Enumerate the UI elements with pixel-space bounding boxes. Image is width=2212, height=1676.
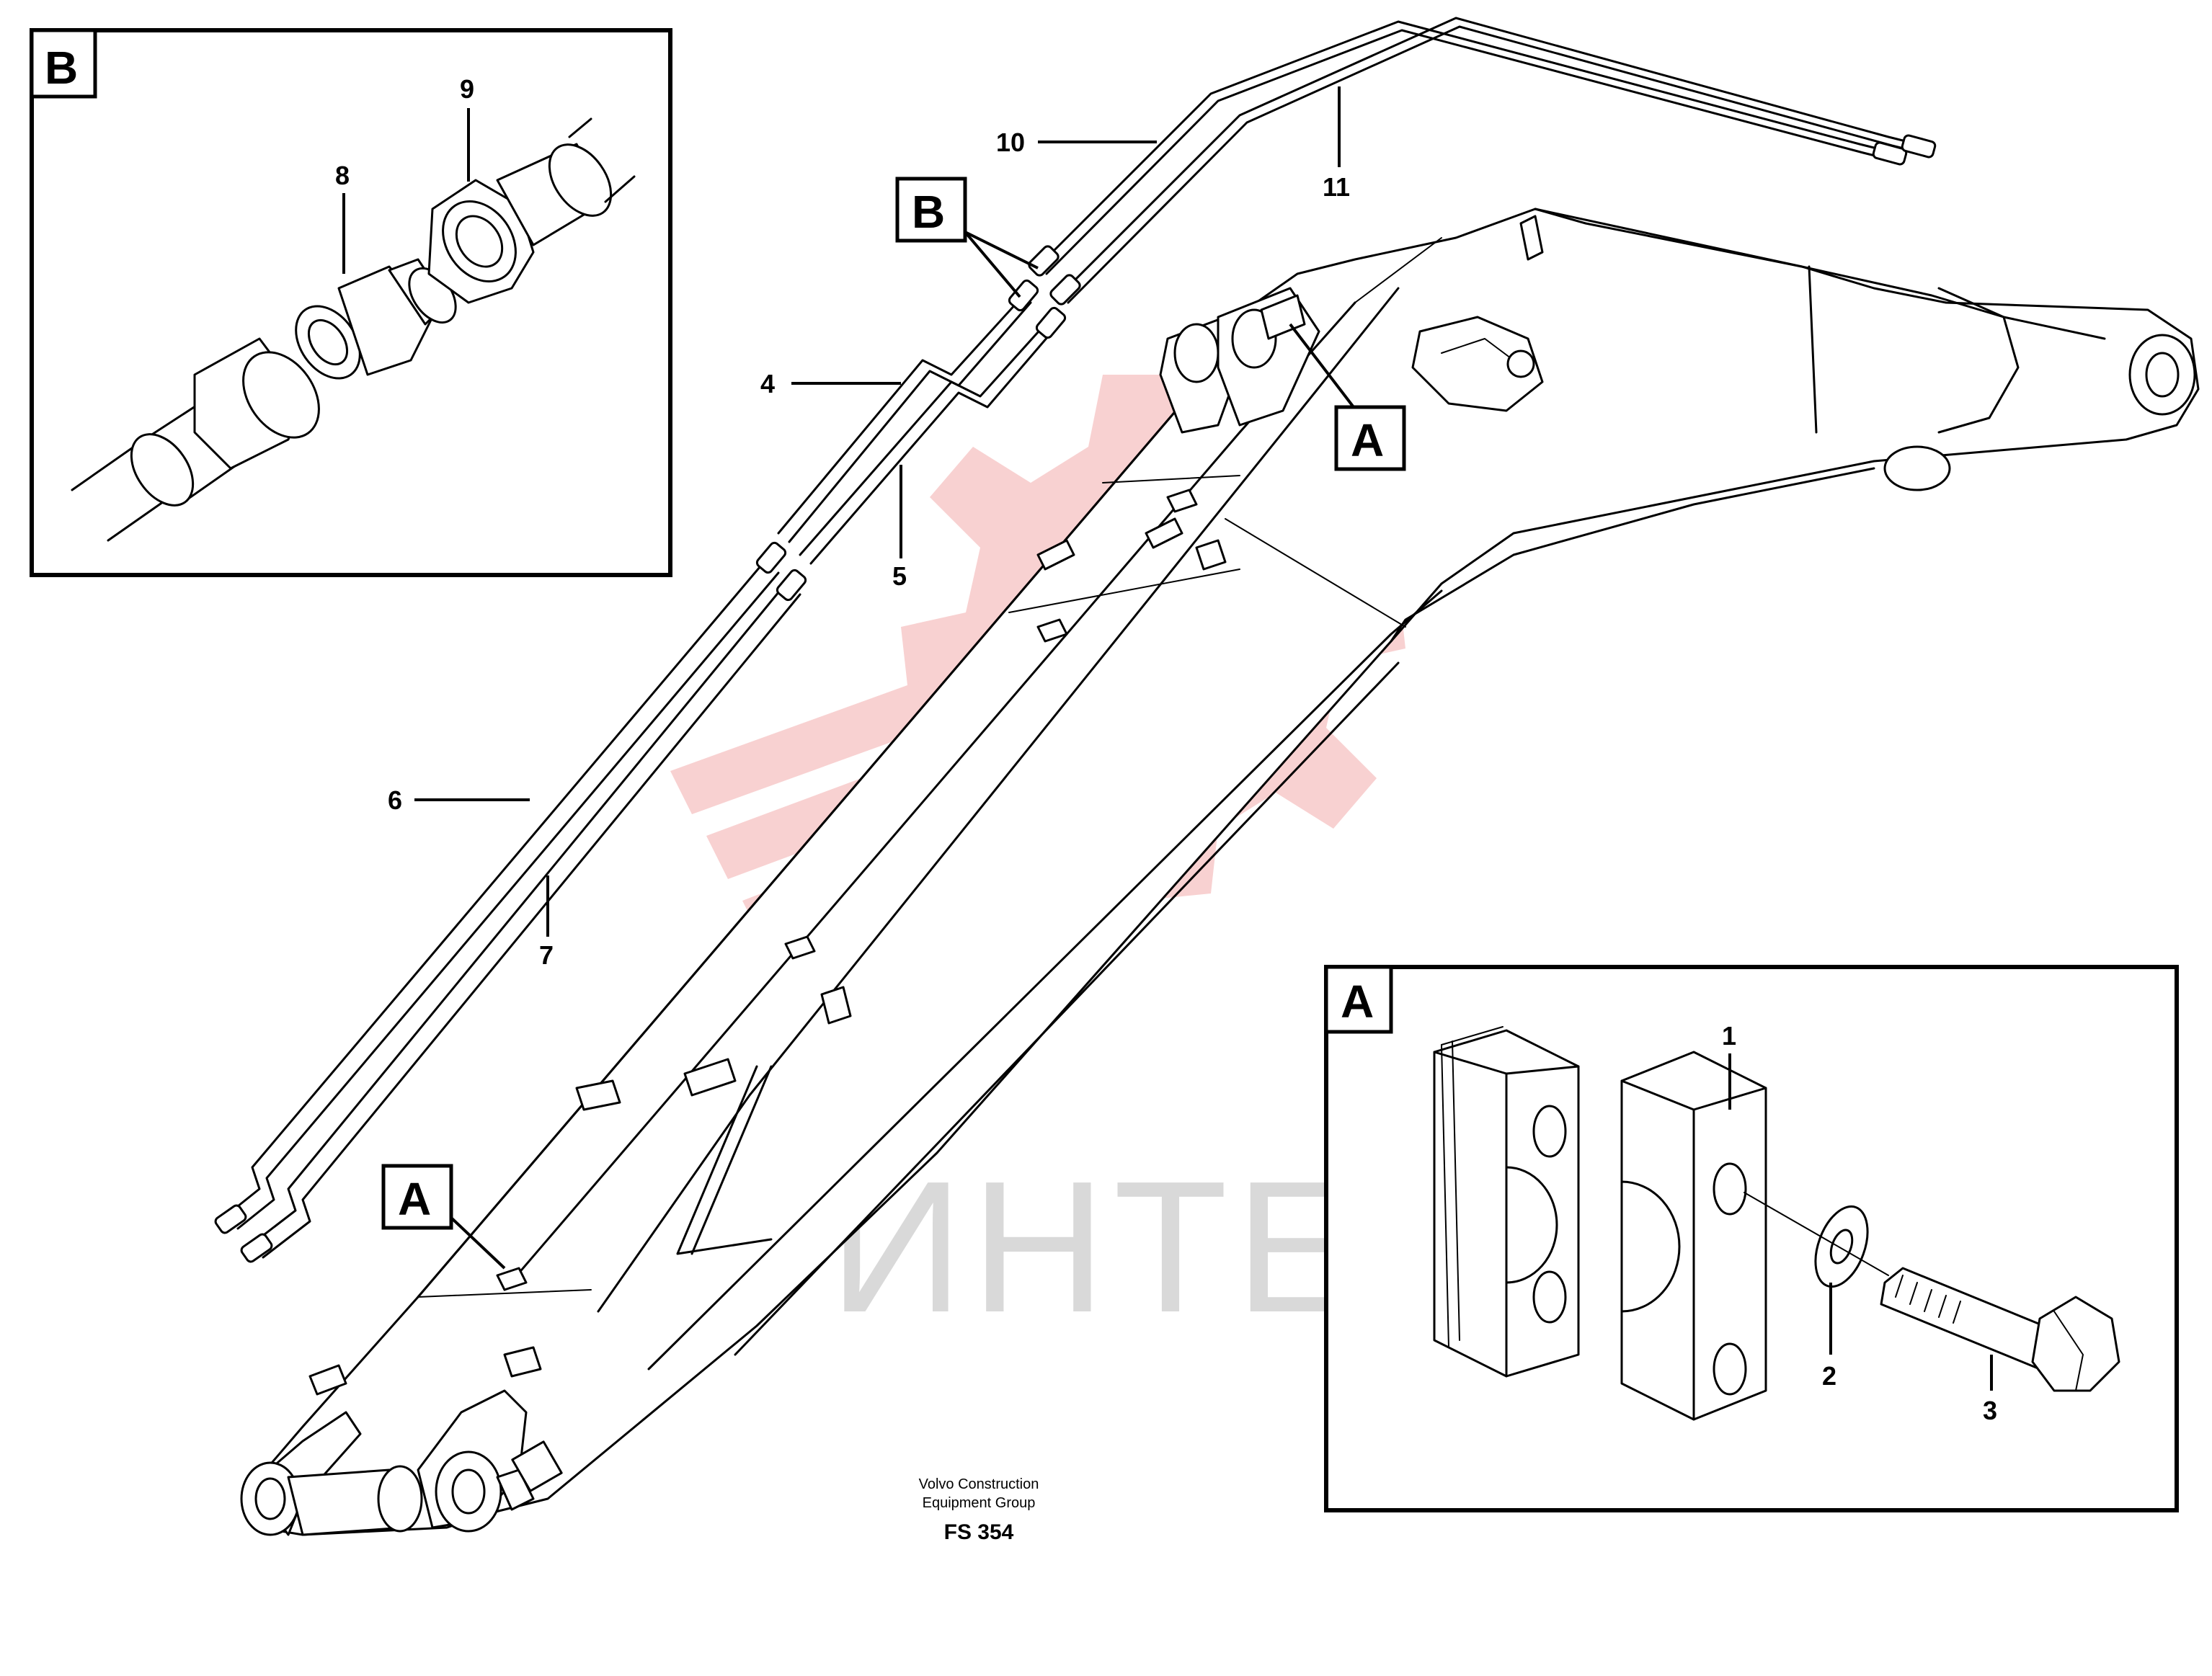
detail-a-label-2: 2 xyxy=(1822,1361,1836,1391)
footer-company-line2: Equipment Group xyxy=(923,1495,1036,1511)
detail-a-washer xyxy=(1744,1192,1889,1288)
boom-arm xyxy=(240,208,2200,1536)
pipe-label-6: 6 xyxy=(388,785,402,815)
detail-a-tag: A xyxy=(1341,976,1374,1028)
footer-company-line1: Volvo Construction xyxy=(919,1476,1039,1492)
pipe-label-7: 7 xyxy=(539,940,554,970)
callout-tag-b-box xyxy=(895,177,967,243)
detail-a-bolt xyxy=(1880,1267,2120,1392)
detail-b-tag-box xyxy=(30,28,97,99)
boom-front-fork xyxy=(240,1389,563,1536)
callout-tag-a-lower-box xyxy=(381,1164,453,1230)
detail-b-label-9: 9 xyxy=(460,74,474,104)
detail-a-panel: A xyxy=(1324,965,2179,1512)
callout-tag-a-lower: A xyxy=(398,1173,431,1225)
detail-a-label-3: 3 xyxy=(1983,1396,1997,1425)
detail-a-tag-box xyxy=(1324,965,1393,1034)
detail-b-label-8: 8 xyxy=(335,161,350,190)
callout-tag-a-upper-box xyxy=(1334,405,1406,471)
pipe-label-10: 10 xyxy=(996,128,1025,157)
footer: Volvo Construction Equipment Group FS 35… xyxy=(919,1476,1039,1544)
callouts: B A A 4 5 6 7 10 11 xyxy=(381,86,1406,1270)
pipe-label-11: 11 xyxy=(1323,172,1350,202)
callout-tag-b: B xyxy=(912,186,945,238)
boom-clamps xyxy=(308,215,1544,1396)
detail-b-panel: B 8 9 xyxy=(30,28,672,577)
footer-figure-code: FS 354 xyxy=(944,1520,1014,1544)
detail-b-nipple xyxy=(295,258,457,380)
cylinder-bracket xyxy=(1411,316,1544,412)
detail-b-tag: B xyxy=(45,42,78,94)
detail-a-welded-clamp xyxy=(1433,1026,1580,1378)
callout-tag-a-upper: A xyxy=(1351,414,1384,466)
detail-a-clamp-part xyxy=(1620,1051,1767,1421)
pipe-label-5: 5 xyxy=(892,561,907,591)
pipe-fittings xyxy=(214,134,1937,1263)
detail-b-left-hose xyxy=(71,337,320,542)
detail-a-label-1: 1 xyxy=(1722,1021,1736,1051)
hydraulic-pipes xyxy=(214,17,1937,1263)
detail-b-nut xyxy=(427,117,636,304)
pipe-label-4: 4 xyxy=(760,369,775,398)
